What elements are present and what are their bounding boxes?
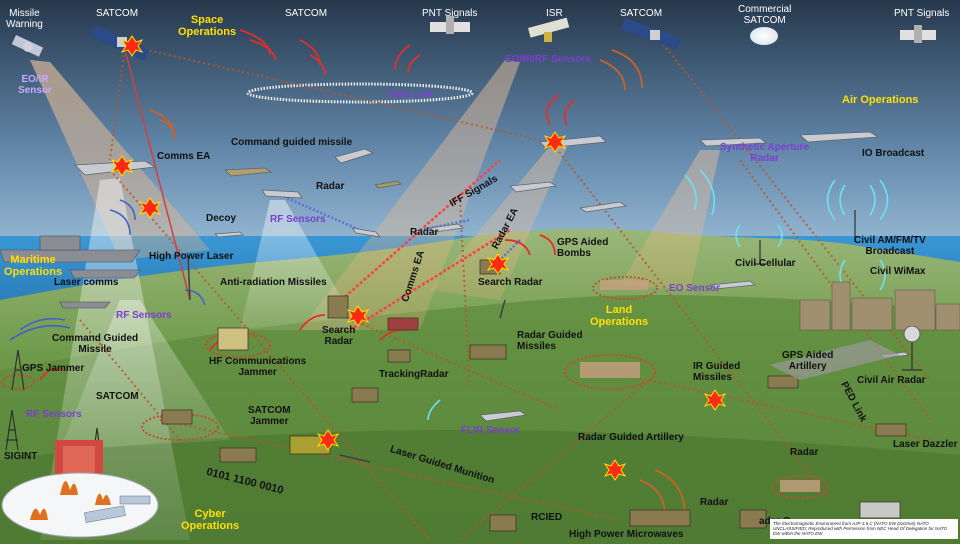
label-command-guided-missile: Command guided missile: [231, 137, 353, 148]
label-radar-4: Radar: [700, 497, 729, 508]
label-search-radar-1: Search Radar: [478, 277, 543, 288]
label-satcom-2: SATCOM: [285, 8, 328, 19]
label-comms-ea-1: Comms EA: [157, 151, 211, 162]
label-radar-1: Radar: [316, 181, 345, 192]
label-radar-2: Radar: [410, 227, 439, 238]
label-eo-sensor: EO Sensor: [669, 283, 721, 294]
label-satcom-4: SATCOM: [96, 391, 139, 402]
ground-vehicle-icons: [161, 259, 907, 532]
label-gps-jammer: GPS Jammer: [22, 363, 85, 374]
label-pnt-signals-1: PNT Signals: [422, 8, 478, 19]
ship-icons: [0, 235, 141, 309]
label-rcied: RCIED: [531, 512, 563, 523]
label-decoy: Decoy: [206, 213, 237, 224]
label-civil-wimax: Civil WiMax: [870, 266, 926, 277]
label-civil-air-radar: Civil Air Radar: [857, 375, 926, 386]
label-civil-cellular: Civil Cellular: [735, 258, 796, 269]
fire-icons: [30, 481, 111, 520]
label-radar-guided-artillery: Radar Guided Artillery: [578, 432, 684, 443]
label-tracking-radar: TrackingRadar: [379, 369, 449, 380]
label-air-operations: Air Operations: [842, 94, 919, 106]
label-high-power-laser: High Power Laser: [149, 251, 234, 262]
label-data-link: Data Link: [388, 89, 434, 100]
label-laser-dazzler: Laser Dazzler: [893, 439, 958, 450]
label-io-broadcast: IO Broadcast: [862, 148, 925, 159]
label-rf-sensors-3: RF Sensors: [26, 409, 82, 420]
label-flir-sensor: FLIR Sensor: [461, 425, 520, 436]
jamming-burst-icons: [110, 35, 727, 481]
label-rf-sensors-2: RF Sensors: [116, 310, 172, 321]
label-satcom-3: SATCOM: [620, 8, 663, 19]
city-skyline: [799, 281, 960, 331]
source-caption: The Electromagnetic Environment from AJP…: [770, 519, 958, 539]
label-pnt-signals-2: PNT Signals: [894, 8, 950, 19]
label-isr: ISR: [546, 8, 563, 19]
label-satcom-1: SATCOM: [96, 8, 139, 19]
label-rf-sensors-1: RF Sensors: [270, 214, 326, 225]
label-anti-radiation-missiles: Anti-radiation Missiles: [220, 277, 327, 288]
label-high-power-microwaves: High Power Microwaves: [569, 529, 684, 540]
label-eo-ir-rf-sensors: EO/IR/RF Sensors: [505, 54, 591, 65]
label-laser-comms: Laser comms: [54, 277, 119, 288]
label-radar-3: Radar: [790, 447, 819, 458]
label-sigint: SIGINT: [4, 451, 38, 462]
